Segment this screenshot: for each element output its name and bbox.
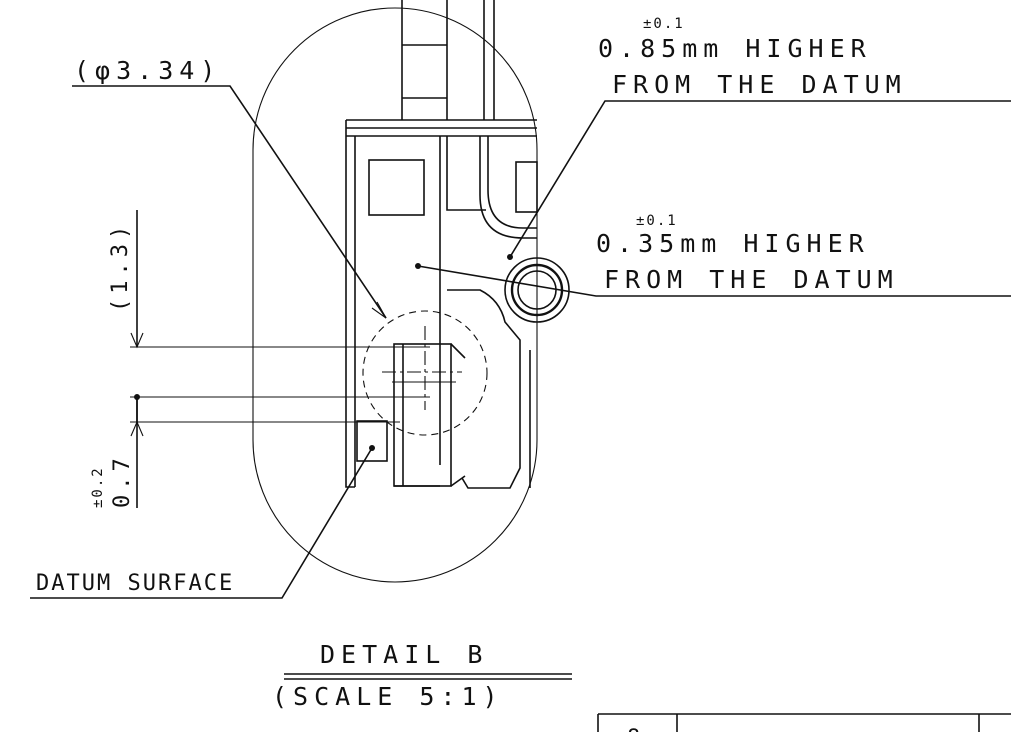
diameter-label: (φ3.34) <box>74 56 221 85</box>
leaders <box>30 85 1011 599</box>
title-block-table: 8 <box>597 713 1011 732</box>
vertical-dimension <box>130 210 430 508</box>
vertical-dim-bottom: 0.7 <box>110 453 135 508</box>
vertical-dim-top: (1.3) <box>108 221 133 312</box>
lower-tolerance: ±0.1 <box>636 213 678 229</box>
table-cell-1: 8 <box>627 726 645 732</box>
part-geometry <box>345 0 570 489</box>
detail-boundary <box>252 7 538 583</box>
detail-scale: (SCALE 5:1) <box>272 682 504 711</box>
lower-height-label: 0.35mm HIGHER <box>596 229 870 258</box>
upper-ref-label: FROM THE DATUM <box>612 70 907 99</box>
dimension-dot <box>134 394 140 400</box>
detail-title: DETAIL B <box>320 640 488 669</box>
upper-height-label: 0.85mm HIGHER <box>598 34 872 63</box>
lower-ref-label: FROM THE DATUM <box>604 265 899 294</box>
datum-surface-label: DATUM SURFACE <box>36 571 234 596</box>
vertical-dim-bottom-tol: ±0.2 <box>90 466 106 508</box>
upper-tolerance: ±0.1 <box>643 16 685 32</box>
